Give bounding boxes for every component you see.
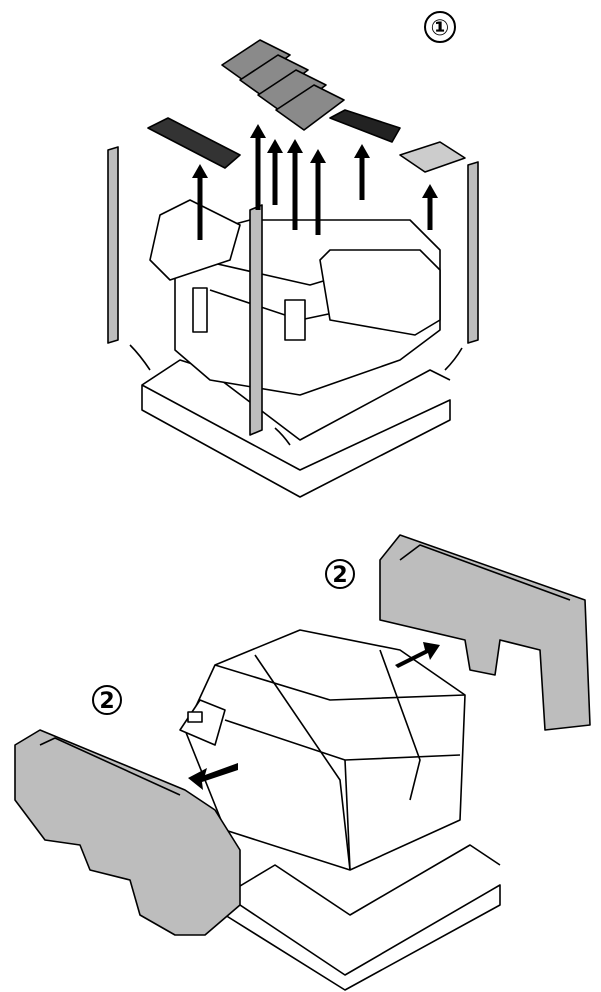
step2-marker-right: 2 — [325, 559, 355, 589]
step1-marker: ① — [424, 11, 456, 43]
left-packing-piece — [14, 729, 241, 936]
right-packing-piece — [379, 534, 591, 731]
step1-illustration: ① — [107, 11, 479, 498]
direction-arrow-icon — [129, 344, 463, 446]
bottom-packing-tray — [141, 384, 451, 498]
bottom-tray — [224, 884, 501, 991]
step2-marker-left-label: 2 — [99, 689, 114, 714]
right-packing-pole — [467, 161, 479, 344]
center-packing-post — [249, 204, 263, 436]
toner-cartridges — [221, 39, 345, 131]
up-arrow-icon — [197, 135, 433, 240]
step2-marker-right-label: 2 — [332, 563, 347, 588]
step2-marker-left: 2 — [92, 685, 122, 715]
left-handle — [192, 287, 208, 333]
direction-arrow-icon — [188, 642, 440, 790]
transfer-unit-part — [147, 117, 241, 169]
step2-illustration: 2 2 — [14, 534, 591, 991]
step1-marker-label: ① — [431, 16, 450, 41]
packing-sheet — [399, 141, 466, 173]
cable-bundle-part — [329, 109, 401, 143]
left-packing-pole — [107, 146, 119, 344]
